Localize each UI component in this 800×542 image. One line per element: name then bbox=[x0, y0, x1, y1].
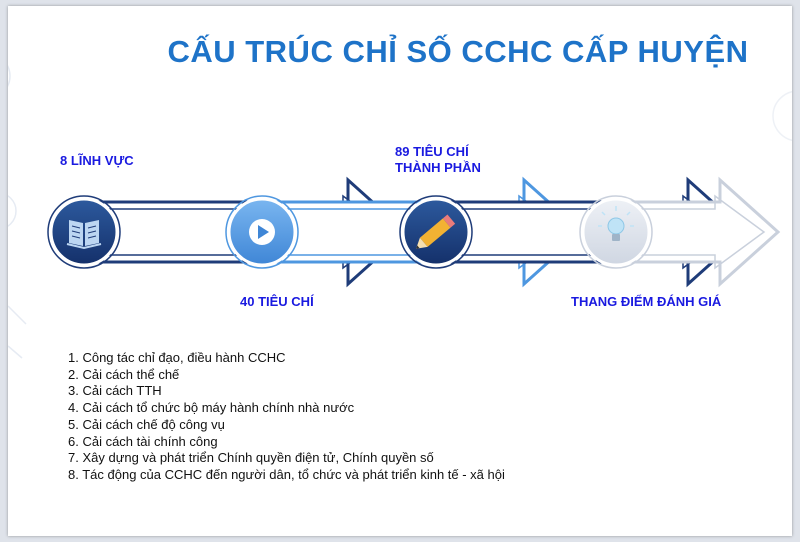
step-label-line: 89 TIÊU CHÍ bbox=[395, 144, 469, 159]
step-label-line: THÀNH PHẦN bbox=[395, 160, 481, 175]
slide: CẤU TRÚC CHỈ SỐ CCHC CẤP HUYỆN bbox=[8, 6, 792, 536]
step-arrow-4 bbox=[579, 176, 781, 288]
list-item: 4. Cải cách tổ chức bộ máy hành chính nh… bbox=[68, 400, 355, 416]
step-label-tieu-chi: 40 TIÊU CHÍ bbox=[240, 294, 314, 309]
play-icon bbox=[249, 219, 275, 245]
list-item: 6. Cải cách tài chính công bbox=[68, 433, 218, 449]
process-flow bbox=[47, 176, 781, 288]
book-icon bbox=[66, 220, 102, 250]
list-item: 3. Cải cách TTH bbox=[68, 383, 162, 399]
lightbulb-icon bbox=[598, 206, 634, 241]
step-label-thang-diem: THANG ĐIỂM ĐÁNH GIÁ bbox=[571, 294, 722, 309]
page-title: CẤU TRÚC CHỈ SỐ CCHC CẤP HUYỆN bbox=[167, 34, 749, 69]
pencil-icon bbox=[416, 214, 456, 249]
list-item: 2. Cải cách thể chế bbox=[68, 366, 180, 382]
criteria-list: 1. Công tác chỉ đạo, điều hành CCHC 2. C… bbox=[68, 350, 688, 484]
step-label-linh-vuc: 8 LĨNH VỰC bbox=[60, 153, 134, 168]
list-item: 1. Công tác chỉ đạo, điều hành CCHC bbox=[68, 350, 286, 365]
background-decoration bbox=[8, 65, 792, 359]
list-item: 7. Xây dựng và phát triển Chính quyền đi… bbox=[68, 450, 434, 466]
list-item: 8. Tác động của CCHC đến người dân, tổ c… bbox=[68, 466, 505, 482]
step-label-tieu-chi-thanh-phan: 89 TIÊU CHÍ THÀNH PHẦN bbox=[395, 144, 481, 176]
list-item: 5. Cải cách chế độ công vụ bbox=[68, 416, 225, 432]
